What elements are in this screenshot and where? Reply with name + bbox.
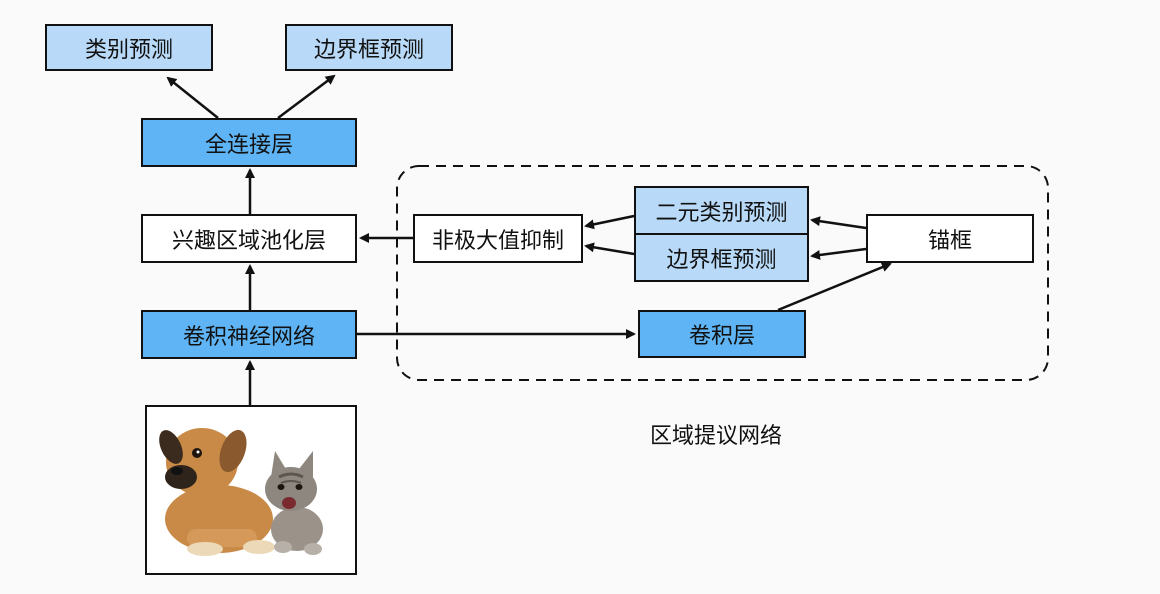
conv-layer-label: 卷积层 <box>688 324 755 349</box>
roi-pooling-label: 兴趣区域池化层 <box>171 228 326 254</box>
arrow-fc-to-bbox <box>277 74 336 119</box>
input-image <box>145 405 357 575</box>
rpn-group-label: 区域提议网络 <box>650 424 783 449</box>
class-prediction-label: 类别预测 <box>84 37 173 63</box>
arrow-binary-to-nms <box>584 214 635 230</box>
cnn-label: 卷积神经网络 <box>182 324 315 350</box>
binary-class-prediction-node: 二元类别预测 <box>634 186 809 235</box>
arrow-bbox-rpn-to-nms <box>584 242 635 256</box>
roi-pooling-node: 兴趣区域池化层 <box>141 214 357 263</box>
arrow-anchor-to-bbox-rpn <box>810 247 867 260</box>
arrow-conv-to-anchor <box>777 262 892 312</box>
fully-connected-node: 全连接层 <box>141 118 357 167</box>
rpn-group-border <box>396 165 1049 381</box>
cnn-node: 卷积神经网络 <box>141 310 357 359</box>
conv-layer-node: 卷积层 <box>638 310 806 358</box>
nms-node: 非极大值抑制 <box>413 214 583 263</box>
class-prediction-node: 类别预测 <box>45 24 213 71</box>
fully-connected-label: 全连接层 <box>204 132 293 158</box>
anchor-box-label: 锚框 <box>927 228 972 254</box>
rpn-bbox-prediction-node: 边界框预测 <box>634 233 809 282</box>
nms-label: 非极大值抑制 <box>431 228 564 254</box>
rpn-bbox-prediction-label: 边界框预测 <box>666 247 777 273</box>
binary-class-prediction-label: 二元类别预测 <box>655 200 788 226</box>
bbox-prediction-label: 边界框预测 <box>313 37 424 63</box>
anchor-box-node: 锚框 <box>866 214 1034 263</box>
arrow-anchor-to-binary <box>810 216 867 230</box>
puppy-kitten-illustration <box>159 428 323 556</box>
arrow-fc-to-class <box>166 76 219 119</box>
bbox-prediction-node: 边界框预测 <box>285 24 453 71</box>
